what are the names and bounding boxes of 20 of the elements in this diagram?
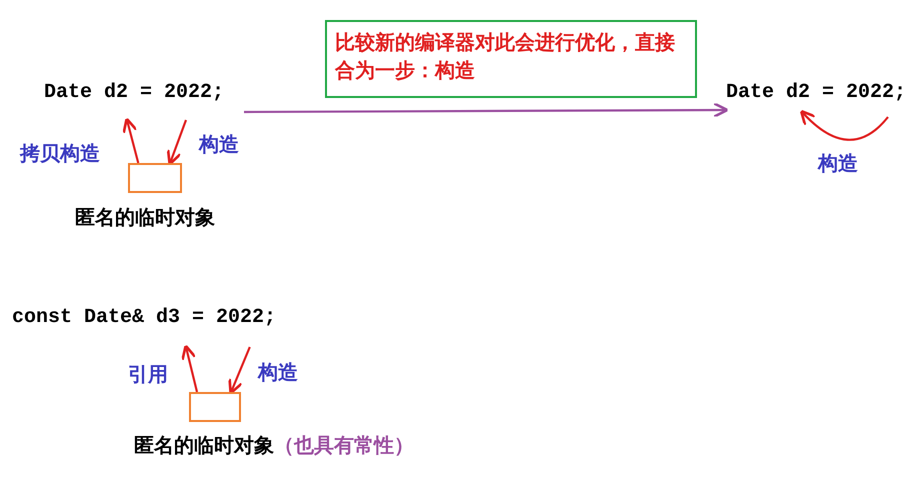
temp-object-box bbox=[128, 163, 182, 193]
caption-text: 匿名的临时对象 bbox=[134, 433, 274, 457]
arrow bbox=[228, 346, 251, 395]
arrow bbox=[166, 120, 188, 166]
edge-label: 构造 bbox=[258, 359, 298, 385]
caption-text: 匿名的临时对象 bbox=[75, 205, 215, 229]
note-box: 比较新的编译器对此会进行优化，直接合为一步：构造 bbox=[325, 20, 697, 98]
edge-label: 构造 bbox=[199, 131, 239, 157]
code-line: Date d2 = 2022; bbox=[726, 80, 922, 112]
code-line: Date d2 = 2022; bbox=[44, 80, 244, 120]
edge-label: 拷贝构造 bbox=[20, 140, 100, 166]
code-line: const Date& d3 = 2022; bbox=[12, 305, 302, 347]
temp-object-box bbox=[189, 392, 241, 422]
caption-text: （也具有常性） bbox=[274, 433, 414, 457]
edge-label: 引用 bbox=[128, 361, 168, 387]
arrow bbox=[122, 117, 140, 164]
arrow bbox=[181, 344, 198, 392]
arrow bbox=[800, 110, 889, 141]
arrow bbox=[244, 102, 729, 118]
edge-label: 构造 bbox=[818, 150, 858, 176]
